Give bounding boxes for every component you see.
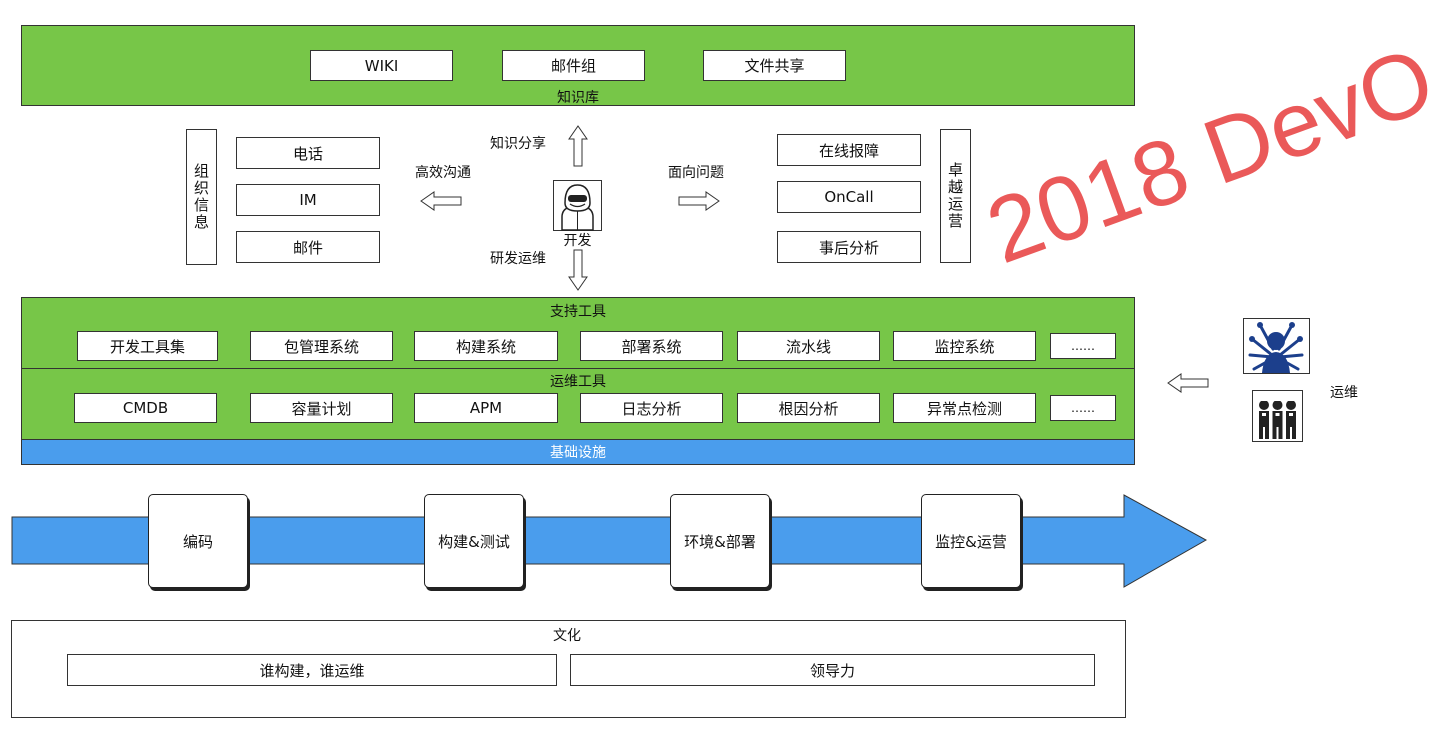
org-info-label-box: 组织信息 — [186, 129, 217, 265]
developer-icon — [561, 184, 594, 231]
stage-coding: 编码 — [148, 494, 248, 588]
ops-label: 运维 — [1330, 385, 1358, 401]
stage-env-deploy: 环境&部署 — [670, 494, 770, 588]
knowledge-base-title: 知识库 — [557, 90, 599, 106]
postmortem-box: 事后分析 — [777, 231, 921, 263]
arrow-right-label: 面向问题 — [668, 165, 724, 181]
ops-tools-title: 运维工具 — [550, 374, 606, 390]
ops-tool-apm: APM — [414, 393, 558, 423]
infrastructure-bar: 基础设施 — [21, 439, 1135, 465]
im-box: IM — [236, 184, 380, 216]
org-info-label: 组织信息 — [192, 163, 210, 231]
support-tool-build: 构建系统 — [414, 331, 558, 361]
stage-build-test: 构建&测试 — [424, 494, 524, 588]
ops-tool-anomaly: 异常点检测 — [893, 393, 1036, 423]
ops-multitask-image — [1243, 318, 1310, 374]
oncall-box: OnCall — [777, 181, 921, 213]
culture-title: 文化 — [553, 628, 581, 644]
support-tools-title: 支持工具 — [550, 304, 606, 320]
arrow-up-icon — [568, 125, 588, 167]
arrow-right-icon — [678, 191, 720, 211]
file-share-box: 文件共享 — [703, 50, 846, 81]
support-tool-dev-toolkit: 开发工具集 — [77, 331, 218, 361]
excellent-ops-label: 卓越运营 — [946, 162, 964, 230]
arrow-left-icon — [420, 191, 462, 211]
culture-leadership: 领导力 — [570, 654, 1095, 686]
multi-armed-ops-icon — [1244, 319, 1309, 373]
arrow-up-label: 知识分享 — [490, 136, 546, 152]
ops-tool-log-analysis: 日志分析 — [580, 393, 723, 423]
infrastructure-title: 基础设施 — [550, 445, 606, 461]
mail-group-box: 邮件组 — [502, 50, 645, 81]
wiki-box: WIKI — [310, 50, 453, 81]
arrow-down-icon — [568, 249, 588, 291]
support-tool-package-mgmt: 包管理系统 — [250, 331, 393, 361]
support-tool-deploy: 部署系统 — [580, 331, 723, 361]
ops-tool-root-cause: 根因分析 — [737, 393, 880, 423]
arrow-left-ops-icon — [1167, 373, 1209, 393]
online-report-box: 在线报障 — [777, 134, 921, 166]
stage-monitor-operate: 监控&运营 — [921, 494, 1021, 588]
support-tool-more: …… — [1050, 333, 1116, 359]
excellent-ops-label-box: 卓越运营 — [940, 129, 971, 263]
ops-team-icon — [1259, 399, 1296, 439]
support-tool-monitoring: 监控系统 — [893, 331, 1036, 361]
support-tool-pipeline: 流水线 — [737, 331, 880, 361]
ops-team-image — [1252, 390, 1303, 442]
phone-box: 电话 — [236, 137, 380, 169]
ops-tool-capacity: 容量计划 — [250, 393, 393, 423]
developer-avatar — [553, 180, 602, 231]
arrow-down-label: 研发运维 — [490, 251, 546, 267]
ops-tool-more: …… — [1050, 395, 1116, 421]
email-box: 邮件 — [236, 231, 380, 263]
developer-label: 开发 — [563, 233, 592, 249]
arrow-left-label: 高效沟通 — [415, 165, 471, 181]
ops-tool-cmdb: CMDB — [74, 393, 217, 423]
culture-you-build-you-run: 谁构建，谁运维 — [67, 654, 557, 686]
